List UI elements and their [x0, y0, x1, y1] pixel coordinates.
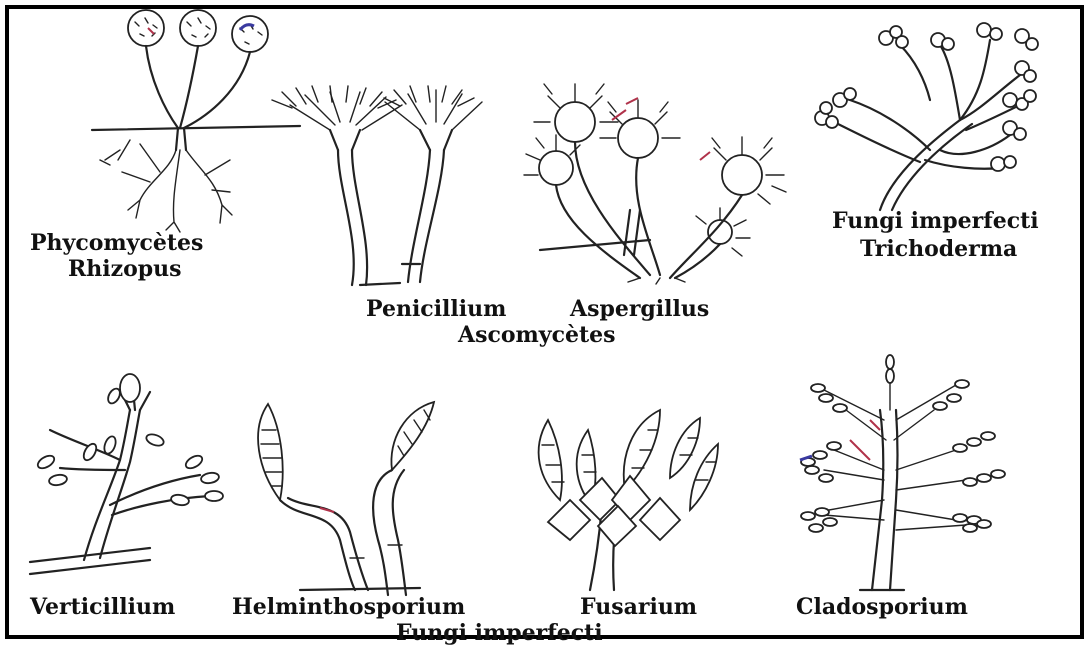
- label-helminthosporium: Helminthosporium: [232, 596, 465, 618]
- label-fungi-imperfecti-bottom: Fungi imperfecti: [396, 622, 603, 644]
- label-verticillium: Verticillium: [30, 596, 175, 618]
- trichoderma-drawing: [815, 23, 1038, 210]
- helminthosporium-drawing: [258, 402, 434, 595]
- label-phycomycetes: Phycomycètes: [30, 232, 203, 254]
- label-fusarium: Fusarium: [580, 596, 697, 618]
- rhizopus-drawing: [92, 10, 300, 232]
- cladosporium-drawing: [800, 355, 1005, 590]
- label-rhizopus: Rhizopus: [68, 258, 182, 280]
- label-cladosporium: Cladosporium: [796, 596, 968, 618]
- label-penicillium: Penicillium: [366, 298, 506, 320]
- verticillium-drawing: [30, 374, 223, 574]
- label-trichoderma: Trichoderma: [860, 238, 1017, 260]
- label-fungi-imperfecti-top: Fungi imperfecti: [832, 210, 1039, 232]
- label-ascomycetes: Ascomycètes: [458, 324, 616, 346]
- penicillium-drawing: [272, 86, 482, 285]
- label-aspergillus: Aspergillus: [570, 298, 709, 320]
- aspergillus-drawing: [524, 84, 786, 284]
- fusarium-drawing: [539, 410, 718, 590]
